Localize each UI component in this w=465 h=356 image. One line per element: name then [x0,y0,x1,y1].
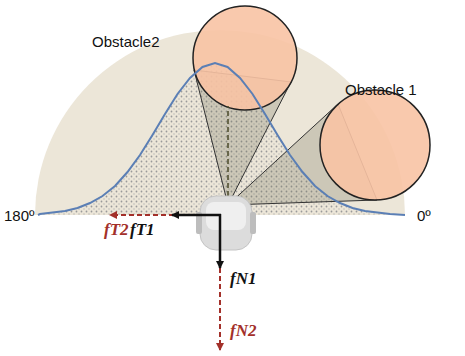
robot-symbol [196,196,256,250]
direction-line [227,106,229,196]
force-label: fT2 [104,221,129,240]
force-arrow [219,268,221,350]
force-arrow [172,214,221,217]
angle-label: 180º [4,208,35,225]
force-label: fT1 [130,221,155,240]
force-arrow [110,214,174,216]
force-label: fN2 [230,322,256,341]
obstacle-circle [320,90,430,200]
obstacle-label: Obstacle 1 [345,82,417,99]
obstacle-circle [193,6,297,110]
force-label: fN1 [230,270,256,289]
obstacle-label: Obstacle2 [92,34,160,51]
force-arrow [219,214,222,268]
angle-label: 0º [417,208,431,225]
